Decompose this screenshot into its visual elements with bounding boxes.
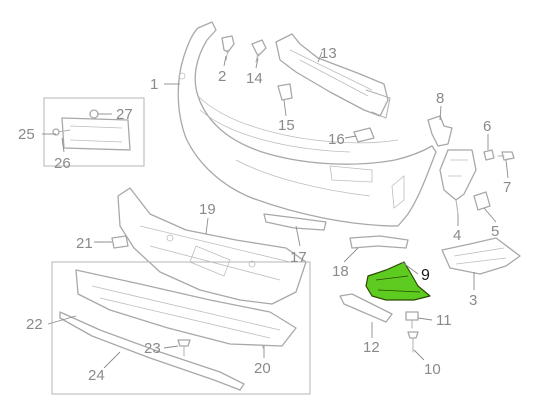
callout-20: 20 [254, 360, 271, 377]
callout-17: 17 [290, 249, 307, 266]
bracket-8[interactable] [427, 115, 453, 147]
part-21[interactable] [111, 235, 129, 249]
callout-14: 14 [246, 70, 263, 87]
nut-27[interactable] [89, 109, 99, 119]
callout-25: 25 [18, 126, 35, 143]
part-9-highlighted[interactable] [365, 261, 431, 301]
clip-7[interactable] [497, 151, 515, 161]
lower-panel-22[interactable] [75, 269, 297, 347]
bracket-15[interactable] [277, 83, 293, 101]
callout-11: 11 [436, 312, 452, 329]
callout-19: 19 [199, 201, 216, 218]
side-bracket-4[interactable] [439, 149, 477, 215]
callout-9: 9 [421, 267, 430, 284]
screw-23[interactable] [177, 339, 191, 357]
callout-12: 12 [363, 339, 380, 356]
callout-13: 13 [320, 45, 337, 62]
trim-strip-17[interactable] [263, 213, 327, 231]
callout-7: 7 [503, 179, 511, 196]
fastener-11[interactable] [405, 311, 419, 329]
callout-15: 15 [278, 117, 295, 134]
undertray-19[interactable] [117, 187, 307, 305]
bumper-cover[interactable] [177, 21, 437, 227]
callout-26: 26 [54, 155, 71, 172]
callout-23: 23 [144, 340, 161, 357]
license-plate-bracket[interactable] [61, 117, 131, 151]
callout-10: 10 [424, 361, 441, 378]
leader-lines [42, 51, 509, 369]
callout-27: 27 [116, 106, 133, 123]
callout-24: 24 [88, 367, 105, 384]
screw-26[interactable] [52, 128, 71, 136]
callout-4: 4 [453, 227, 461, 244]
callout-22: 22 [26, 316, 43, 333]
part-5[interactable] [473, 191, 491, 211]
callouts: 1 2 14 13 15 16 8 6 7 4 5 3 9 11 10 12 1… [18, 45, 511, 384]
callout-6: 6 [483, 118, 491, 135]
cover-16[interactable] [353, 127, 375, 143]
clip-14[interactable] [251, 39, 267, 63]
callout-16: 16 [328, 131, 345, 148]
clip-6[interactable] [483, 149, 495, 161]
callout-21: 21 [76, 235, 93, 252]
callout-1: 1 [150, 76, 158, 93]
deflector-3[interactable] [441, 237, 521, 275]
reinforcement-bar[interactable] [275, 33, 391, 119]
lower-trim-24[interactable] [59, 311, 245, 391]
trim-strip-18[interactable] [349, 235, 409, 249]
clip-2[interactable] [221, 35, 235, 61]
callout-3: 3 [469, 292, 477, 309]
group-box-25 [43, 97, 145, 167]
fastener-10[interactable] [407, 331, 419, 353]
callout-5: 5 [491, 223, 499, 240]
callout-18: 18 [332, 263, 349, 280]
callout-8: 8 [436, 90, 444, 107]
group-box-22 [51, 261, 311, 395]
callout-2: 2 [218, 68, 226, 85]
part-12[interactable] [339, 293, 393, 323]
